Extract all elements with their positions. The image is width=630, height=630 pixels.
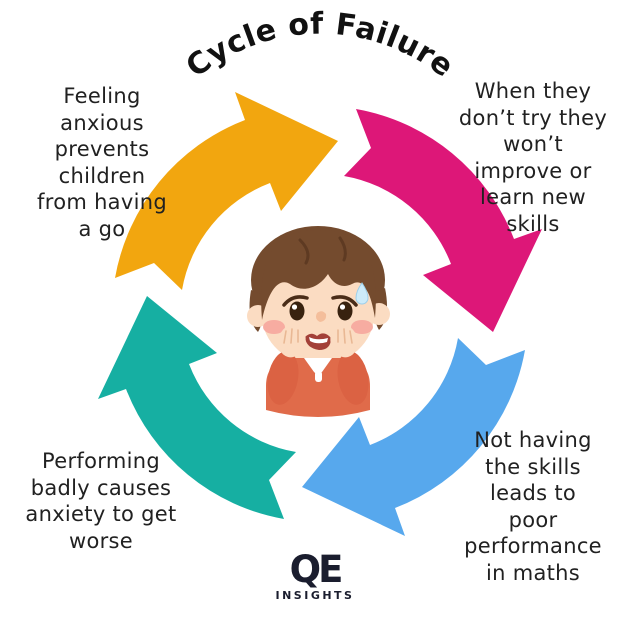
child-teeth (309, 337, 328, 344)
child-eye-highlight (291, 304, 298, 310)
child-blush-left (263, 320, 285, 334)
child-hair-strand (338, 236, 347, 262)
child-eye-highlight (339, 304, 346, 310)
child-eye-left (289, 301, 305, 321)
child-finger-lines (283, 328, 353, 344)
page-title-text: Cycle of Failure (180, 7, 460, 85)
child-eyebrow-right (331, 295, 358, 307)
step-text-top-left: Feeling anxious prevents children from h… (37, 84, 167, 241)
child-eyebrow-left (282, 295, 309, 307)
step-text-bottom-right: Not having the skills leads to poor perf… (464, 428, 602, 585)
brand-logo-tagline: INSIGHTS (275, 589, 355, 602)
child-collar-button (315, 371, 322, 382)
child-hair-fringe (261, 230, 376, 320)
sweat-drop-icon (355, 282, 369, 305)
child-eye-right (337, 301, 353, 321)
brand-logo-wordmark: QE (289, 548, 344, 591)
child-sleeve-right (337, 351, 369, 405)
child-nose (316, 311, 327, 322)
child-hair-strand (298, 238, 310, 265)
step-text-bottom-left: Performing badly causes anxiety to get w… (25, 449, 177, 553)
child-sleeve-left (267, 351, 299, 405)
child-blush-right (351, 320, 373, 334)
brand-logo: QE INSIGHTS (0, 548, 630, 603)
step-text-top-right: When they don’t try they won’t improve o… (458, 79, 608, 236)
anxious-child-icon (247, 226, 390, 417)
child-collar (304, 358, 332, 374)
page-title: Cycle of Failure (180, 7, 460, 85)
